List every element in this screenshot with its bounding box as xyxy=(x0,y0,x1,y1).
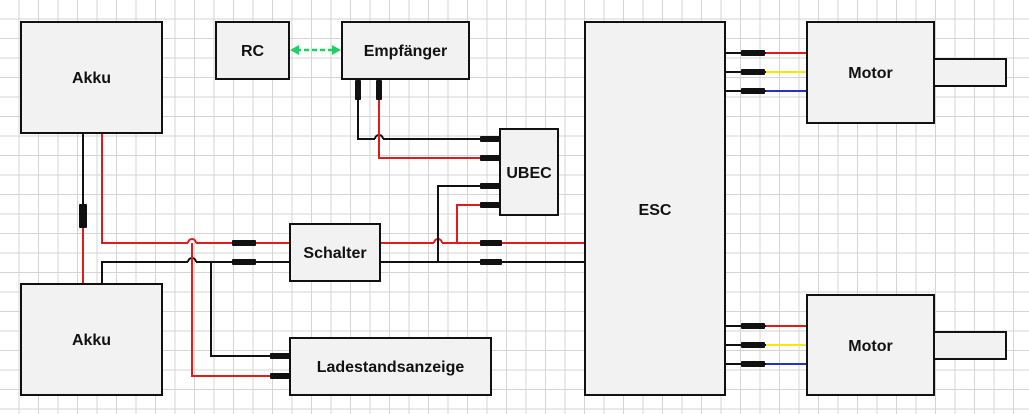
ubec-pin-1 xyxy=(480,136,500,142)
motor-bottom-label: Motor xyxy=(848,338,892,355)
akku-bottom-box: Akku xyxy=(20,283,163,396)
schalter-label: Schalter xyxy=(303,245,366,262)
esc-phase-bottom-2 xyxy=(741,342,765,348)
akku-top-label: Akku xyxy=(72,70,111,87)
radio-link-arrowheads xyxy=(290,45,341,55)
indicator-plus-wire xyxy=(191,243,290,377)
indicator-plus-connector xyxy=(270,373,292,379)
connectors xyxy=(79,50,765,379)
main-plus-wire xyxy=(101,133,290,244)
ubec-pin-4 xyxy=(480,202,500,208)
rc-label: RC xyxy=(241,43,265,60)
indicator-minus-connector xyxy=(270,353,292,359)
ubec-in-plus-wire xyxy=(456,204,500,243)
switch-plus-connector xyxy=(232,240,256,246)
ubec-pin-2 xyxy=(480,155,500,161)
esc-plus-connector xyxy=(480,240,502,246)
motor-top-label: Motor xyxy=(848,65,892,82)
motor-bottom-box: Motor xyxy=(806,294,1007,396)
esc-box: ESC xyxy=(584,21,726,396)
switch-minus-connector xyxy=(232,259,256,265)
esc-phase-bottom-3 xyxy=(741,361,765,367)
battery-link-connector xyxy=(79,204,87,228)
motor-top-shaft xyxy=(933,58,1007,87)
esc-label: ESC xyxy=(639,202,672,219)
rx-plus-wire xyxy=(378,100,500,159)
radio-link-arrow-left xyxy=(290,45,299,55)
esc-phase-top-3 xyxy=(741,88,765,94)
akku-top-box: Akku xyxy=(20,21,163,134)
motor-top-box: Motor xyxy=(806,21,1007,124)
ubec-box: UBEC xyxy=(499,128,559,216)
ubec-in-minus-wire xyxy=(437,185,500,262)
indicator-minus-wire xyxy=(210,262,290,357)
rx-pin-2 xyxy=(376,80,382,100)
schalter-box: Schalter xyxy=(289,223,381,282)
empfaenger-label: Empfänger xyxy=(364,43,448,60)
esc-minus-connector xyxy=(480,259,502,265)
ubec-label: UBEC xyxy=(506,165,552,182)
radio-link-arrow-right xyxy=(332,45,341,55)
esc-phase-top-1 xyxy=(741,50,765,56)
ladestandsanzeige-box: Ladestandsanzeige xyxy=(289,337,492,396)
motor-bottom-shaft xyxy=(933,331,1007,360)
esc-phase-top-2 xyxy=(741,69,765,75)
akku-bottom-label: Akku xyxy=(72,332,111,349)
rx-pin-1 xyxy=(355,80,361,100)
empfaenger-box: Empfänger xyxy=(341,21,470,80)
ubec-pin-3 xyxy=(480,183,500,189)
esc-phase-bottom-1 xyxy=(741,323,765,329)
main-plus-hop xyxy=(187,238,197,244)
main-minus-wire xyxy=(101,261,290,284)
rc-box: RC xyxy=(215,21,290,80)
ladestandsanzeige-label: Ladestandsanzeige xyxy=(317,359,465,376)
